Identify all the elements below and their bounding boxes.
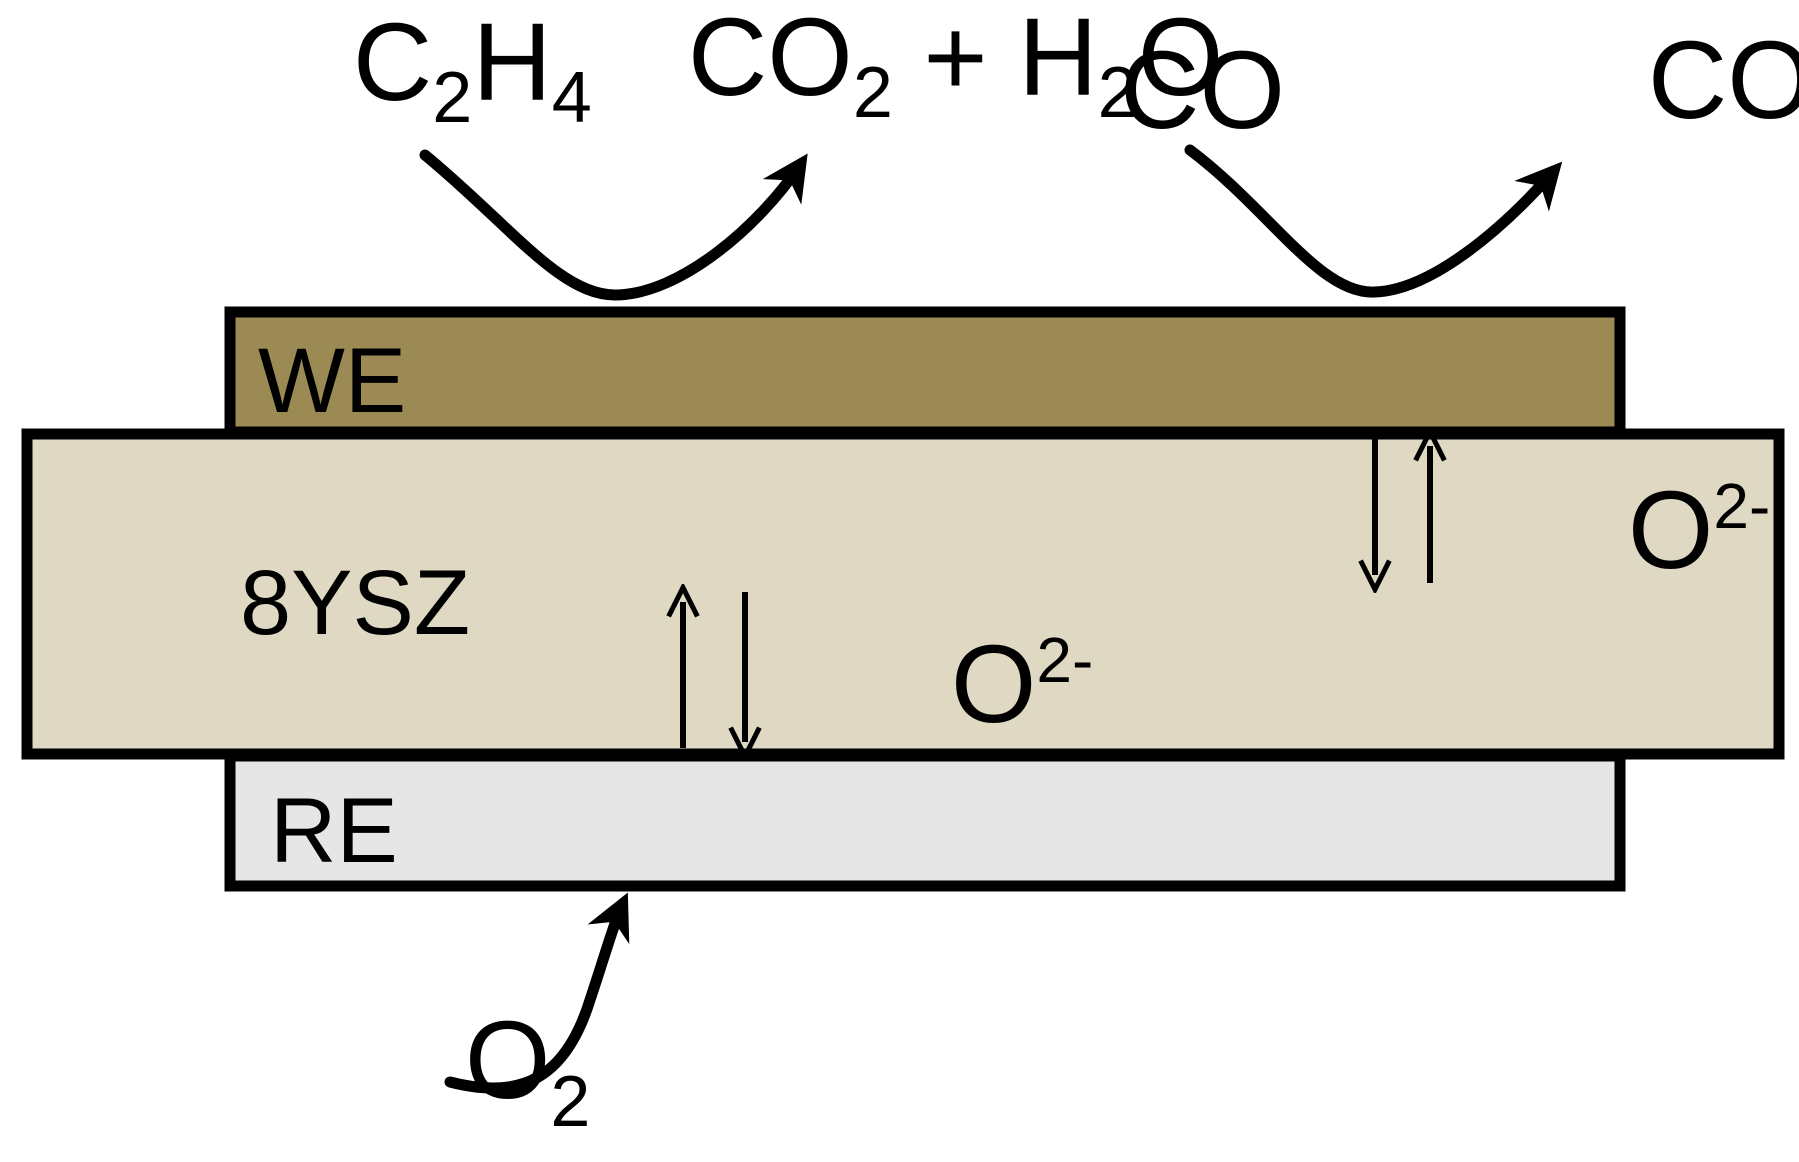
electrolyte-layer: [21, 428, 1785, 760]
we-label: WE: [258, 330, 406, 432]
co-oxidation-arrow: [1184, 144, 1563, 298]
oxygen-supply-arrow: [444, 892, 630, 1094]
oxide-ion-label-bottom: O2-: [798, 583, 1185, 746]
ethylene-oxidation-arrow: [419, 149, 808, 301]
oxide-ion-label-top: O2-: [1475, 429, 1799, 592]
co2-label: CO2: [1495, 19, 1799, 170]
co-label: CO: [1120, 29, 1285, 152]
re-label: RE: [270, 780, 398, 882]
we-layer: [224, 306, 1626, 438]
c2h4-label: C2H4: [200, 1, 684, 146]
co2-h2o-label: CO2 + H2O: [535, 0, 1315, 133]
o2-label: O2: [312, 999, 682, 1150]
electrolyte-label: 8YSZ: [240, 552, 470, 654]
re-layer: [224, 750, 1626, 892]
